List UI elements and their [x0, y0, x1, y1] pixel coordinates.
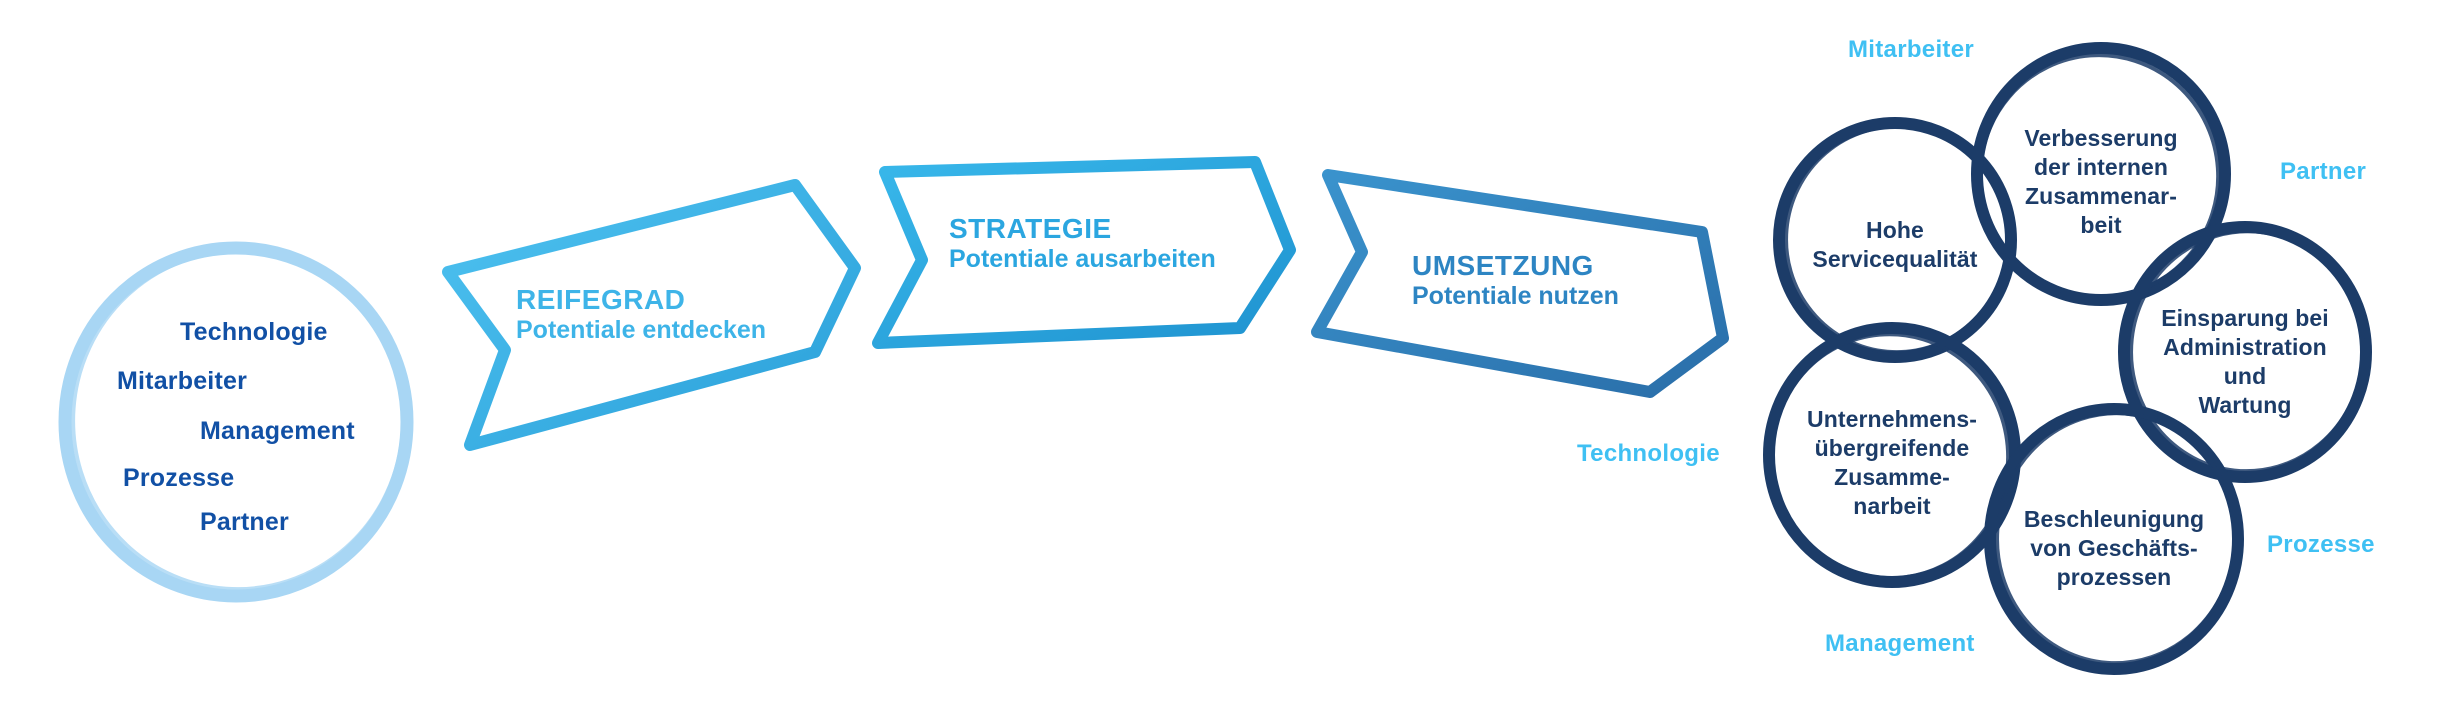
arrow-3-subtitle: Potentiale nutzen [1412, 282, 1619, 310]
arrow-1-sketch-stroke [446, 185, 858, 444]
outcome-text-admin-savings: Einsparung bei Administration und Wartun… [2130, 304, 2360, 420]
outcome-line: Verbesserung [2024, 125, 2178, 151]
outcome-line: Zusammenar- [2025, 183, 2177, 209]
outcome-text-internal-collaboration: Verbesserung der internen Zusammenar- be… [1986, 124, 2216, 240]
arrow-3-sketch-stroke [1314, 169, 1725, 397]
outcome-line: beit [2080, 212, 2122, 238]
arrow-1-subtitle: Potentiale entdecken [516, 316, 767, 344]
arrow-2-title: STRATEGIE [949, 213, 1112, 244]
outcome-line: Beschleunigung [2023, 506, 2205, 532]
outcome-circle-cross-company-collaboration-sketch [1770, 332, 2011, 581]
outcome-line: Einsparung bei [2161, 305, 2329, 331]
outcome-text-cross-company-collaboration: Unternehmens- übergreifende Zusamme- nar… [1777, 405, 2007, 521]
dimension-label-mitarbeiter: Mitarbeiter [1848, 36, 1974, 63]
outcome-line: von Geschäfts- [2030, 535, 2198, 561]
outcome-circle-service-quality [1773, 117, 2017, 363]
outcome-line: Hohe [1866, 217, 1924, 243]
input-item-management: Management [200, 417, 355, 445]
outcome-circle-admin-savings-sketch [2129, 229, 2366, 474]
dimension-label-technologie: Technologie [1577, 440, 1720, 467]
outcome-text-process-acceleration: Beschleunigung von Geschäfts- prozessen [1999, 505, 2229, 592]
arrow-1-title: REIFEGRAD [516, 284, 686, 315]
arrow-1-shape [442, 179, 861, 451]
input-item-partner: Partner [200, 508, 289, 536]
outcome-line: Wartung [2198, 392, 2292, 418]
outcome-line: Unternehmens- [1807, 406, 1977, 432]
outcome-circle-internal-collaboration-sketch [1978, 53, 2221, 300]
outcome-circle-process-acceleration-sketch [1995, 411, 2238, 666]
outcome-line: narbeit [1853, 493, 1931, 519]
outcome-text-service-quality: Hohe Servicequalität [1780, 216, 2010, 274]
outcome-line: Servicequalität [1812, 246, 1978, 272]
outcome-circle-internal-collaboration [1971, 42, 2231, 306]
outcome-line: Zusamme- [1834, 464, 1950, 490]
input-item-mitarbeiter: Mitarbeiter [117, 367, 248, 395]
dimension-label-prozesse: Prozesse [2267, 531, 2375, 558]
input-item-technologie: Technologie [180, 318, 328, 346]
input-item-prozesse: Prozesse [123, 464, 235, 492]
arrow-2-sketch-stroke [877, 157, 1292, 349]
outcome-line: und [2223, 363, 2267, 389]
outcome-line: prozessen [2056, 564, 2172, 590]
outcome-line: der internen [2033, 154, 2169, 180]
outcome-circle-admin-savings [2118, 221, 2372, 483]
outcome-line: übergreifende [1814, 435, 1970, 461]
arrow-3-title: UMSETZUNG [1412, 250, 1594, 281]
input-circle-sketch-stroke [71, 249, 406, 592]
outcome-circle-process-acceleration [1984, 403, 2244, 675]
dimension-label-partner: Partner [2280, 158, 2367, 185]
dimension-label-management: Management [1825, 630, 1975, 657]
input-circle-outline [58, 241, 414, 603]
outcome-line: Administration [2163, 334, 2327, 360]
arrow-2-subtitle: Potentiale ausarbeiten [949, 245, 1216, 273]
